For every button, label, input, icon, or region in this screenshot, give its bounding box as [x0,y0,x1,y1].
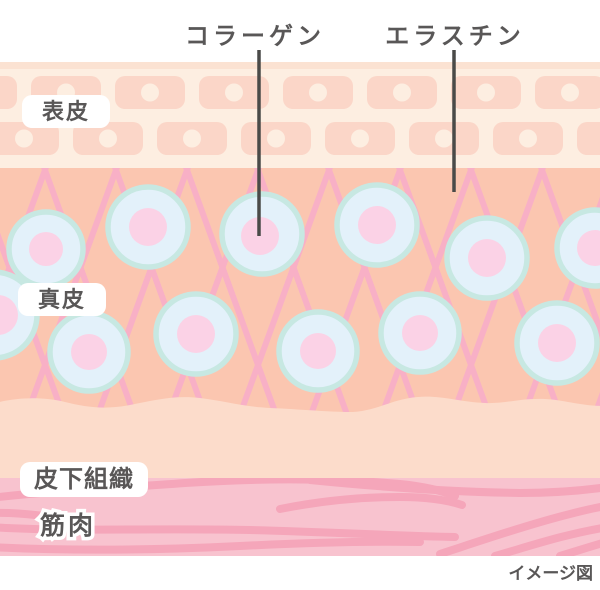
subcutaneous-label: 皮下組織 [20,462,148,497]
epidermis-label: 表皮 [22,95,111,128]
collagen-bundles [0,182,600,394]
subcutaneous-layer [0,396,600,479]
collagen-label: コラーゲン [185,23,325,50]
muscle-label: 筋肉 [40,506,600,542]
epidermis-layer [0,62,600,168]
dermis-label: 真皮 [18,283,107,316]
image-note: イメージ図 [508,564,593,583]
elastin-label: エラスチン [385,23,525,50]
